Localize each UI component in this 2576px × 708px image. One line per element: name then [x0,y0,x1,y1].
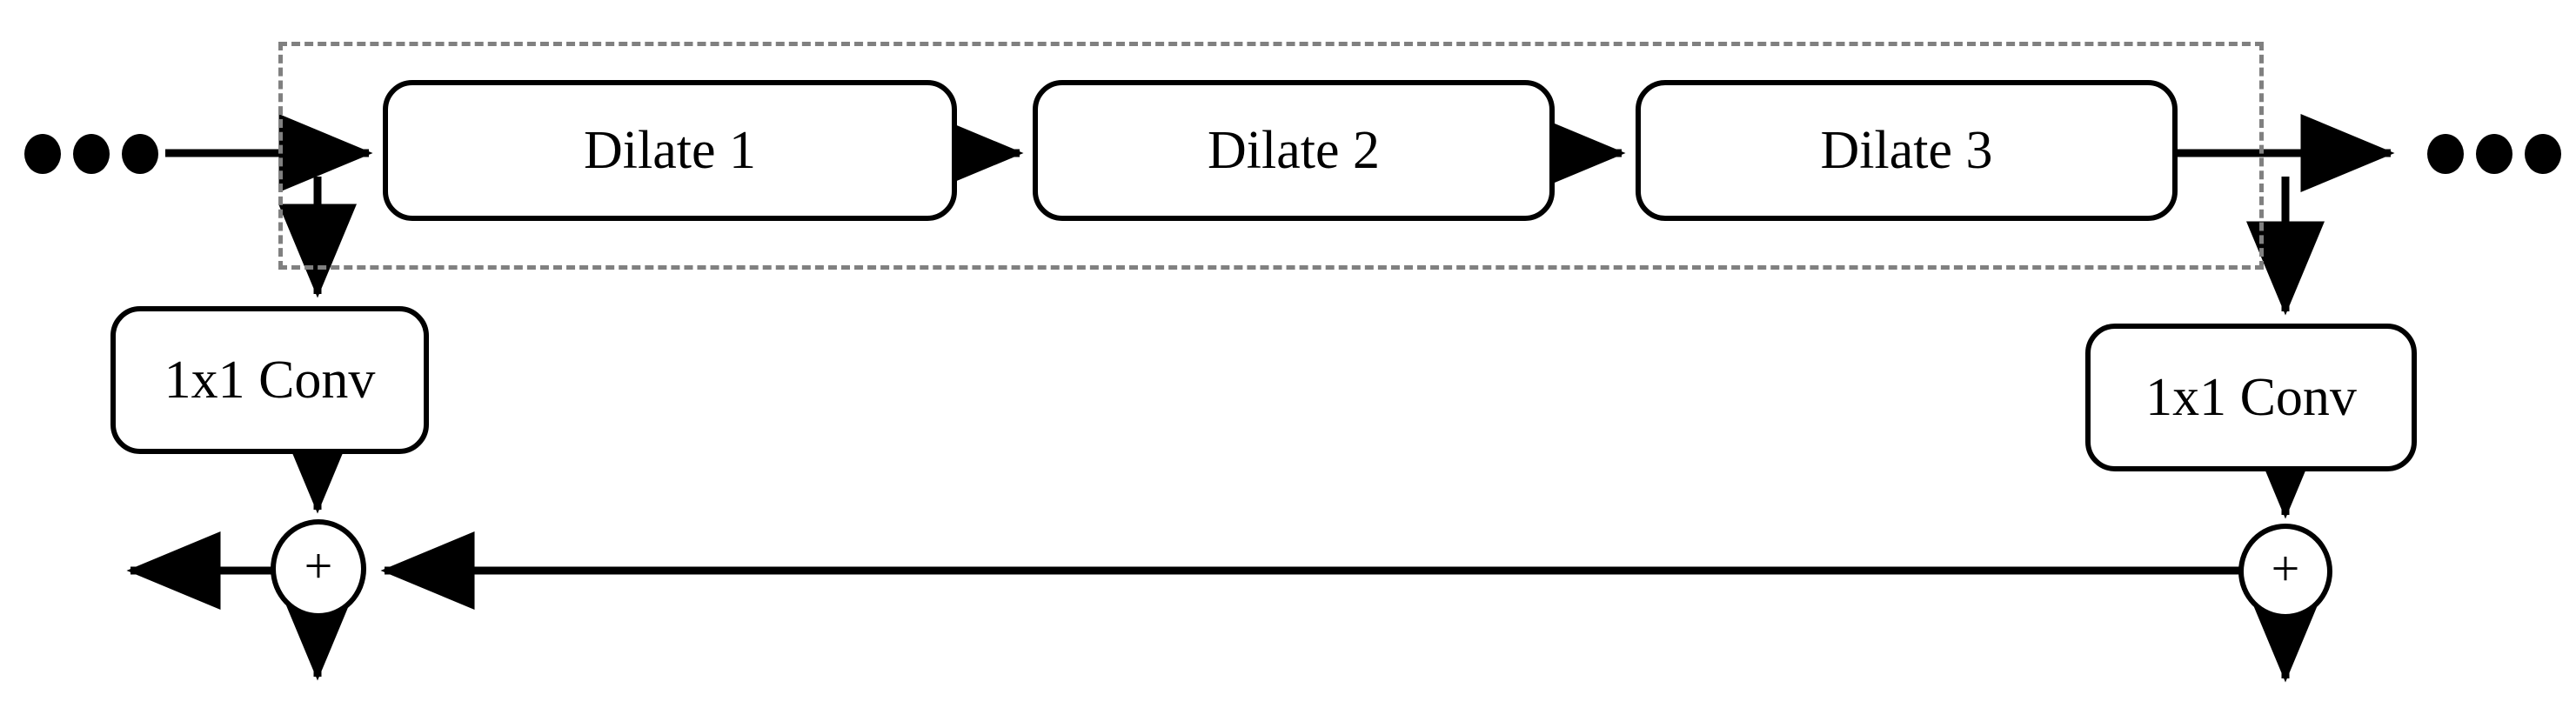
adder-left-label: + [304,538,333,594]
dilate-block-2[interactable]: Dilate 2 [1033,80,1555,221]
ellipsis-dot [24,134,61,174]
ellipsis-dot [2427,134,2464,174]
dilate-block-1[interactable]: Dilate 1 [383,80,957,221]
conv-block-left-label: 1x1 Conv [164,351,376,410]
dilate-block-3[interactable]: Dilate 3 [1636,80,2178,221]
conv-block-right-label: 1x1 Conv [2145,368,2357,427]
dilation-stack-group [278,42,2264,270]
conv-block-left[interactable]: 1x1 Conv [110,306,429,454]
conv-block-right[interactable]: 1x1 Conv [2085,324,2417,471]
ellipsis-dot [2525,134,2561,174]
ellipsis-dot [122,134,158,174]
ellipsis-dot [73,134,110,174]
adder-right-label: + [2271,540,2300,597]
dilate-block-1-label: Dilate 1 [584,121,756,180]
dilate-block-2-label: Dilate 2 [1208,121,1380,180]
ellipsis-dot [2476,134,2512,174]
dilate-block-3-label: Dilate 3 [1820,121,1993,180]
adder-right[interactable]: + [2238,524,2332,619]
adder-left[interactable]: + [271,519,366,618]
